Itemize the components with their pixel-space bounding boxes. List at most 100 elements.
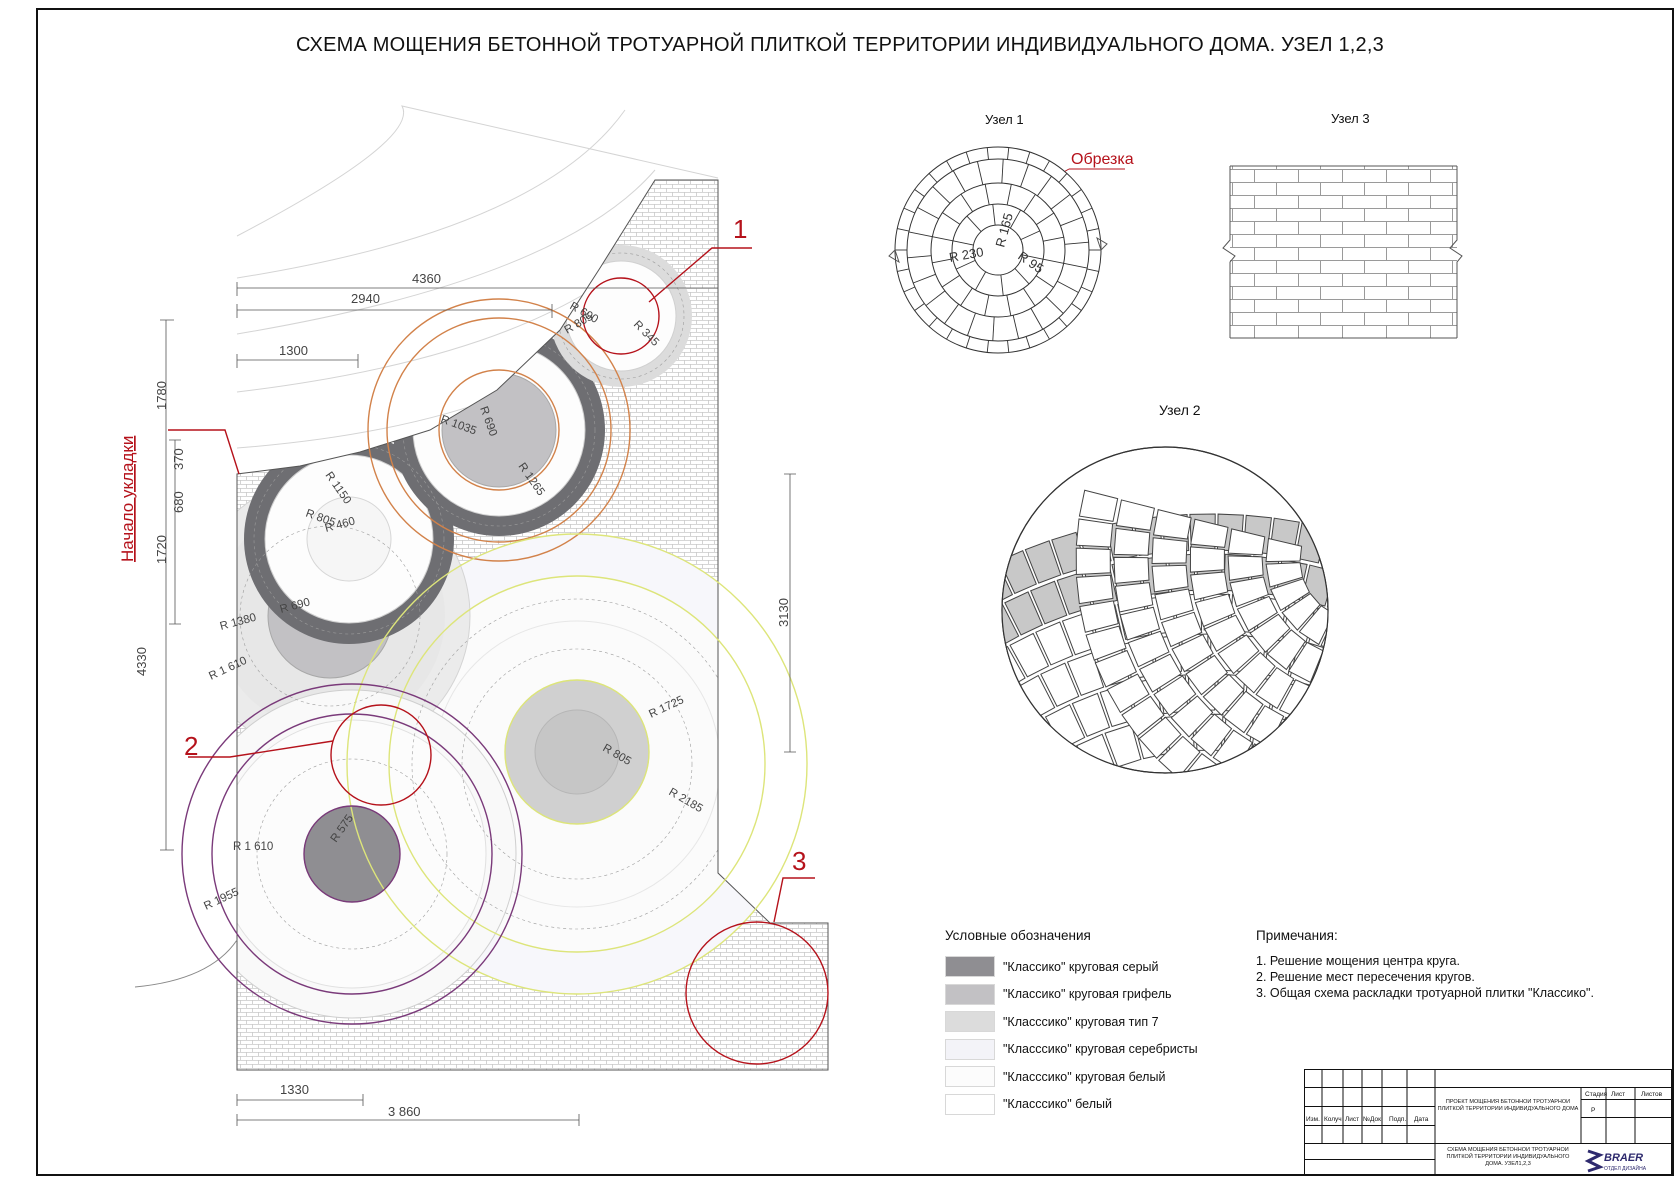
tile bbox=[1290, 762, 1323, 773]
start-of-laying-label: Начало укладки bbox=[118, 436, 137, 562]
tile-joint bbox=[944, 303, 959, 324]
tile bbox=[1152, 509, 1192, 540]
stamp-sheet-header: Лист bbox=[1611, 1091, 1625, 1098]
tile bbox=[1189, 546, 1225, 573]
tile bbox=[1151, 564, 1189, 593]
tile bbox=[1002, 752, 1018, 773]
tile-joint bbox=[1045, 296, 1064, 314]
tile-joint bbox=[946, 328, 953, 340]
tile bbox=[1321, 697, 1328, 743]
tile bbox=[1266, 629, 1307, 671]
tile-joint bbox=[897, 268, 910, 272]
legend-label: "Классcико" круговая серебристы bbox=[1003, 1042, 1198, 1057]
tile-joint bbox=[1025, 151, 1031, 164]
tile bbox=[1227, 555, 1264, 581]
tile-joint bbox=[942, 212, 961, 225]
tile bbox=[1153, 675, 1197, 717]
tile-joint bbox=[932, 236, 954, 242]
tile bbox=[1236, 595, 1278, 632]
stamp-col-podp: Подп. bbox=[1389, 1116, 1406, 1123]
radius-1610b: R 1 610 bbox=[233, 841, 273, 853]
tile-joint bbox=[903, 286, 916, 293]
tile bbox=[950, 575, 989, 618]
dim-3130: 3130 bbox=[776, 598, 791, 627]
legend-swatch bbox=[945, 1038, 995, 1060]
tile bbox=[1377, 591, 1415, 634]
tile bbox=[1302, 733, 1328, 773]
tile bbox=[1009, 632, 1050, 678]
tile bbox=[1320, 528, 1328, 571]
tile-joint bbox=[974, 271, 987, 291]
tile-joint bbox=[1009, 209, 1022, 229]
tile bbox=[1127, 630, 1170, 668]
tile bbox=[1346, 536, 1381, 578]
stamp-col-koluch: Колуч bbox=[1324, 1116, 1342, 1123]
tile-joint bbox=[1036, 212, 1055, 225]
tile bbox=[1075, 518, 1114, 548]
tile-joint bbox=[917, 207, 939, 220]
tile-joint bbox=[1071, 303, 1082, 311]
drawing-frame bbox=[36, 8, 1674, 1176]
tile-joint bbox=[1042, 258, 1064, 264]
tile-joint bbox=[928, 317, 938, 327]
tile-joint bbox=[966, 215, 982, 232]
tile-joint bbox=[976, 161, 984, 185]
tile bbox=[1256, 793, 1290, 833]
tile-joint bbox=[903, 207, 916, 214]
tile bbox=[1024, 761, 1068, 773]
legend: Условные обозначения "Классико" круговая… bbox=[945, 928, 1198, 1118]
node-2: Узел 2 bbox=[910, 402, 1415, 833]
tile-joint bbox=[1043, 160, 1050, 172]
tile bbox=[1085, 625, 1127, 661]
tile bbox=[1297, 725, 1328, 766]
tile bbox=[1352, 581, 1388, 623]
legend-item: "Классико" круговая грифель bbox=[945, 981, 1198, 1009]
tile bbox=[1002, 733, 1039, 773]
tile bbox=[1262, 754, 1299, 773]
stamp-sheet-name: СХЕМА МОЩЕНИЯ БЕТОННОЙ ТРОТУАРНОЙ ПЛИТКО… bbox=[1446, 1147, 1570, 1167]
tile bbox=[1170, 695, 1214, 738]
tile bbox=[1035, 621, 1074, 666]
tile bbox=[1151, 537, 1188, 564]
tile-joint bbox=[1057, 280, 1079, 293]
tile-joint bbox=[1014, 268, 1030, 285]
dim-3860: 3 860 bbox=[388, 1104, 421, 1119]
tile bbox=[1113, 556, 1150, 584]
legend-swatch bbox=[945, 983, 995, 1005]
tile-joint bbox=[907, 255, 932, 259]
tile bbox=[1079, 600, 1119, 633]
node-1-r230: R 230 bbox=[948, 244, 985, 265]
note-2: 2. Решение мест пересечения кругов. bbox=[1256, 970, 1475, 984]
brand-name: BRAER bbox=[1604, 1152, 1643, 1164]
tile bbox=[1234, 651, 1276, 694]
tile-joint bbox=[1020, 164, 1030, 188]
tile bbox=[1002, 660, 1004, 706]
dim-1780: 1780 bbox=[154, 381, 169, 410]
tile bbox=[910, 650, 952, 693]
node-2-tiles bbox=[910, 489, 1415, 833]
dim-4330: 4330 bbox=[134, 647, 149, 676]
node-3: Узел 3 bbox=[1222, 111, 1463, 339]
tile-joint bbox=[952, 170, 966, 192]
legend-item: "Классcико" белый bbox=[945, 1091, 1198, 1119]
tile-joint bbox=[946, 160, 953, 172]
legend-item: "Классcико" круговая серебристы bbox=[945, 1036, 1198, 1064]
tile-joint bbox=[1025, 336, 1031, 349]
legend-label: "Классcико" белый bbox=[1003, 1097, 1112, 1112]
paving-plan: 1 2 3 Начало укладки 4360 2940 1300 1330… bbox=[118, 105, 829, 1126]
tile-joint bbox=[1012, 315, 1020, 339]
callout-1: 1 bbox=[733, 214, 747, 244]
tile bbox=[1249, 613, 1291, 653]
tile bbox=[1185, 654, 1229, 696]
tile bbox=[1371, 545, 1407, 588]
tile-joint bbox=[1071, 189, 1082, 197]
legend-title: Условные обозначения bbox=[945, 928, 1091, 943]
tile bbox=[1121, 695, 1165, 738]
tile bbox=[1227, 528, 1266, 556]
tile bbox=[1190, 713, 1233, 757]
stamp-col-izm: Изм. bbox=[1306, 1116, 1320, 1123]
tile bbox=[1106, 673, 1150, 714]
tile bbox=[946, 725, 989, 769]
legend-swatch bbox=[945, 1093, 995, 1115]
tile-joint bbox=[986, 147, 989, 160]
